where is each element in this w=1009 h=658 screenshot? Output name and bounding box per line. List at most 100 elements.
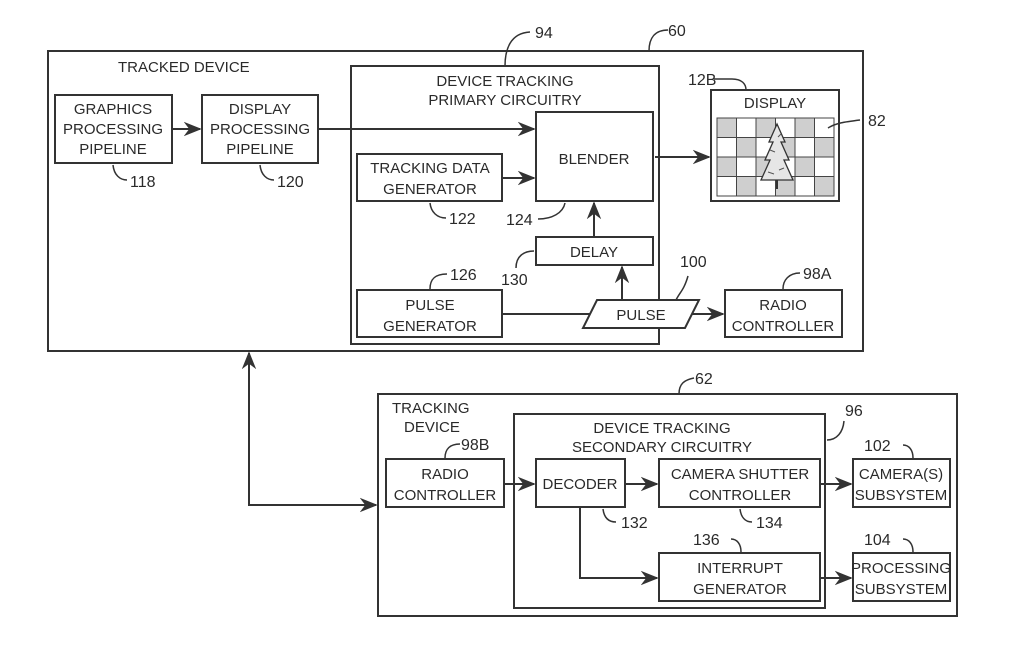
cameras-subsystem-block: CAMERA(S) SUBSYSTEM 102	[852, 438, 951, 508]
blender-label: BLENDER	[559, 151, 630, 168]
display-image-cell	[794, 137, 815, 158]
tracking-device-title-2: DEVICE	[404, 419, 460, 436]
ref-leader-82	[827, 119, 861, 129]
display-image-cell	[794, 117, 815, 138]
processing-subsystem-label-1: PROCESSING	[851, 560, 951, 577]
ref-label-82: 82	[868, 113, 886, 130]
radio-controller-a-label-2: CONTROLLER	[732, 318, 835, 335]
display-block: DISPLAY 12B 82	[688, 72, 886, 202]
ref-label-12b: 12B	[688, 72, 716, 89]
blender-block: BLENDER 124	[506, 111, 654, 229]
processing-subsystem-label-2: SUBSYSTEM	[855, 581, 948, 598]
radio-controller-a-label-1: RADIO	[759, 297, 807, 314]
radio-controller-b-block: RADIO CONTROLLER 98B	[385, 437, 505, 508]
camera-shutter-controller-label-1: CAMERA SHUTTER	[671, 466, 810, 483]
display-processing-pipeline-block: DISPLAY PROCESSING PIPELINE 120	[201, 94, 319, 191]
arrow-bidirectional-tracked-tracking	[241, 351, 378, 513]
display-image-cell	[736, 176, 757, 197]
display-image-cell	[716, 117, 737, 138]
radio-controller-b-label-1: RADIO	[421, 466, 469, 483]
ref-label-102: 102	[864, 438, 891, 455]
display-image-cell	[794, 156, 815, 177]
ref-leader-102	[902, 444, 914, 459]
ref-leader-118	[112, 164, 128, 181]
display-image-cell	[736, 156, 757, 177]
interrupt-generator-label-2: GENERATOR	[693, 581, 787, 598]
pulse-generator-label-2: GENERATOR	[383, 318, 477, 335]
secondary-circuitry-label-2: SECONDARY CIRCUITRY	[572, 439, 752, 456]
ref-label-98b: 98B	[461, 437, 489, 454]
ref-leader-104	[902, 538, 914, 553]
ref-leader-124	[537, 202, 566, 220]
display-image-cell	[716, 156, 737, 177]
ref-label-124: 124	[506, 212, 533, 229]
display-image-cell	[814, 137, 835, 158]
radio-controller-a-block: RADIO CONTROLLER 98A	[724, 266, 843, 338]
graphics-pipeline-label-2: PROCESSING	[63, 121, 163, 138]
decoder-label: DECODER	[542, 476, 617, 493]
display-image-cell	[716, 137, 737, 158]
radio-controller-b-label-2: CONTROLLER	[394, 487, 497, 504]
ref-leader-100	[675, 275, 689, 301]
camera-shutter-controller-label-2: CONTROLLER	[689, 487, 792, 504]
ref-leader-12b	[714, 78, 747, 91]
pulse-signal-block: PULSE 100	[581, 254, 707, 329]
display-label: DISPLAY	[744, 95, 806, 112]
ref-label-96: 96	[845, 403, 863, 420]
display-image-cell	[736, 117, 757, 138]
tree-icon	[759, 122, 795, 189]
cameras-subsystem-label-1: CAMERA(S)	[859, 466, 943, 483]
ref-label-62: 62	[695, 371, 713, 388]
pulse-label: PULSE	[616, 307, 665, 324]
ref-label-98a: 98A	[803, 266, 832, 283]
ref-label-118: 118	[130, 174, 156, 191]
tracking-device-connections	[241, 351, 853, 586]
display-pipeline-label-1: DISPLAY	[229, 101, 291, 118]
tracking-data-generator-label-1: TRACKING DATA	[370, 160, 489, 177]
display-image-cell	[736, 137, 757, 158]
display-image-cell	[814, 156, 835, 177]
ref-label-120: 120	[277, 174, 304, 191]
tracked-device-title: TRACKED DEVICE	[118, 59, 250, 76]
graphics-processing-pipeline-block: GRAPHICS PROCESSING PIPELINE 118	[54, 94, 173, 191]
ref-leader-132	[602, 508, 617, 523]
primary-circuitry-label-2: PRIMARY CIRCUITRY	[428, 92, 581, 109]
delay-block: DELAY 130	[501, 236, 654, 289]
graphics-pipeline-label-1: GRAPHICS	[74, 101, 152, 118]
tracking-data-generator-label-2: GENERATOR	[383, 181, 477, 198]
display-image-cell	[814, 176, 835, 197]
ref-leader-98b	[444, 443, 461, 459]
pulse-generator-block: PULSE GENERATOR 126	[356, 267, 503, 338]
tracking-device-title-1: TRACKING	[392, 400, 470, 417]
display-image-cell	[716, 176, 737, 197]
ref-leader-60	[648, 29, 669, 52]
pulse-generator-label-1: PULSE	[405, 297, 454, 314]
primary-circuitry-label-1: DEVICE TRACKING	[436, 73, 573, 90]
cameras-subsystem-label-2: SUBSYSTEM	[855, 487, 948, 504]
ref-leader-120	[259, 164, 275, 181]
ref-leader-130	[515, 250, 535, 269]
interrupt-generator-label-1: INTERRUPT	[697, 560, 783, 577]
display-pipeline-label-3: PIPELINE	[226, 141, 294, 158]
display-pipeline-label-2: PROCESSING	[210, 121, 310, 138]
ref-leader-134	[739, 508, 753, 523]
ref-leader-126	[429, 273, 448, 290]
ref-leader-98a	[782, 272, 801, 290]
ref-label-60: 60	[668, 23, 686, 40]
arrow-decoder-to-interrupt-generator	[579, 507, 659, 586]
ref-leader-136	[730, 538, 742, 553]
ref-label-122: 122	[449, 211, 476, 228]
delay-label: DELAY	[570, 244, 618, 261]
ref-label-130: 130	[501, 272, 528, 289]
ref-label-100: 100	[680, 254, 707, 271]
ref-label-132: 132	[621, 515, 648, 532]
ref-label-104: 104	[864, 532, 891, 549]
ref-label-134: 134	[756, 515, 783, 532]
processing-subsystem-block: PROCESSING SUBSYSTEM 104	[851, 532, 951, 602]
ref-leader-94	[504, 31, 531, 67]
display-image-cell	[814, 117, 835, 138]
ref-label-126: 126	[450, 267, 477, 284]
ref-leader-122	[429, 202, 447, 219]
ref-label-136: 136	[693, 532, 720, 549]
